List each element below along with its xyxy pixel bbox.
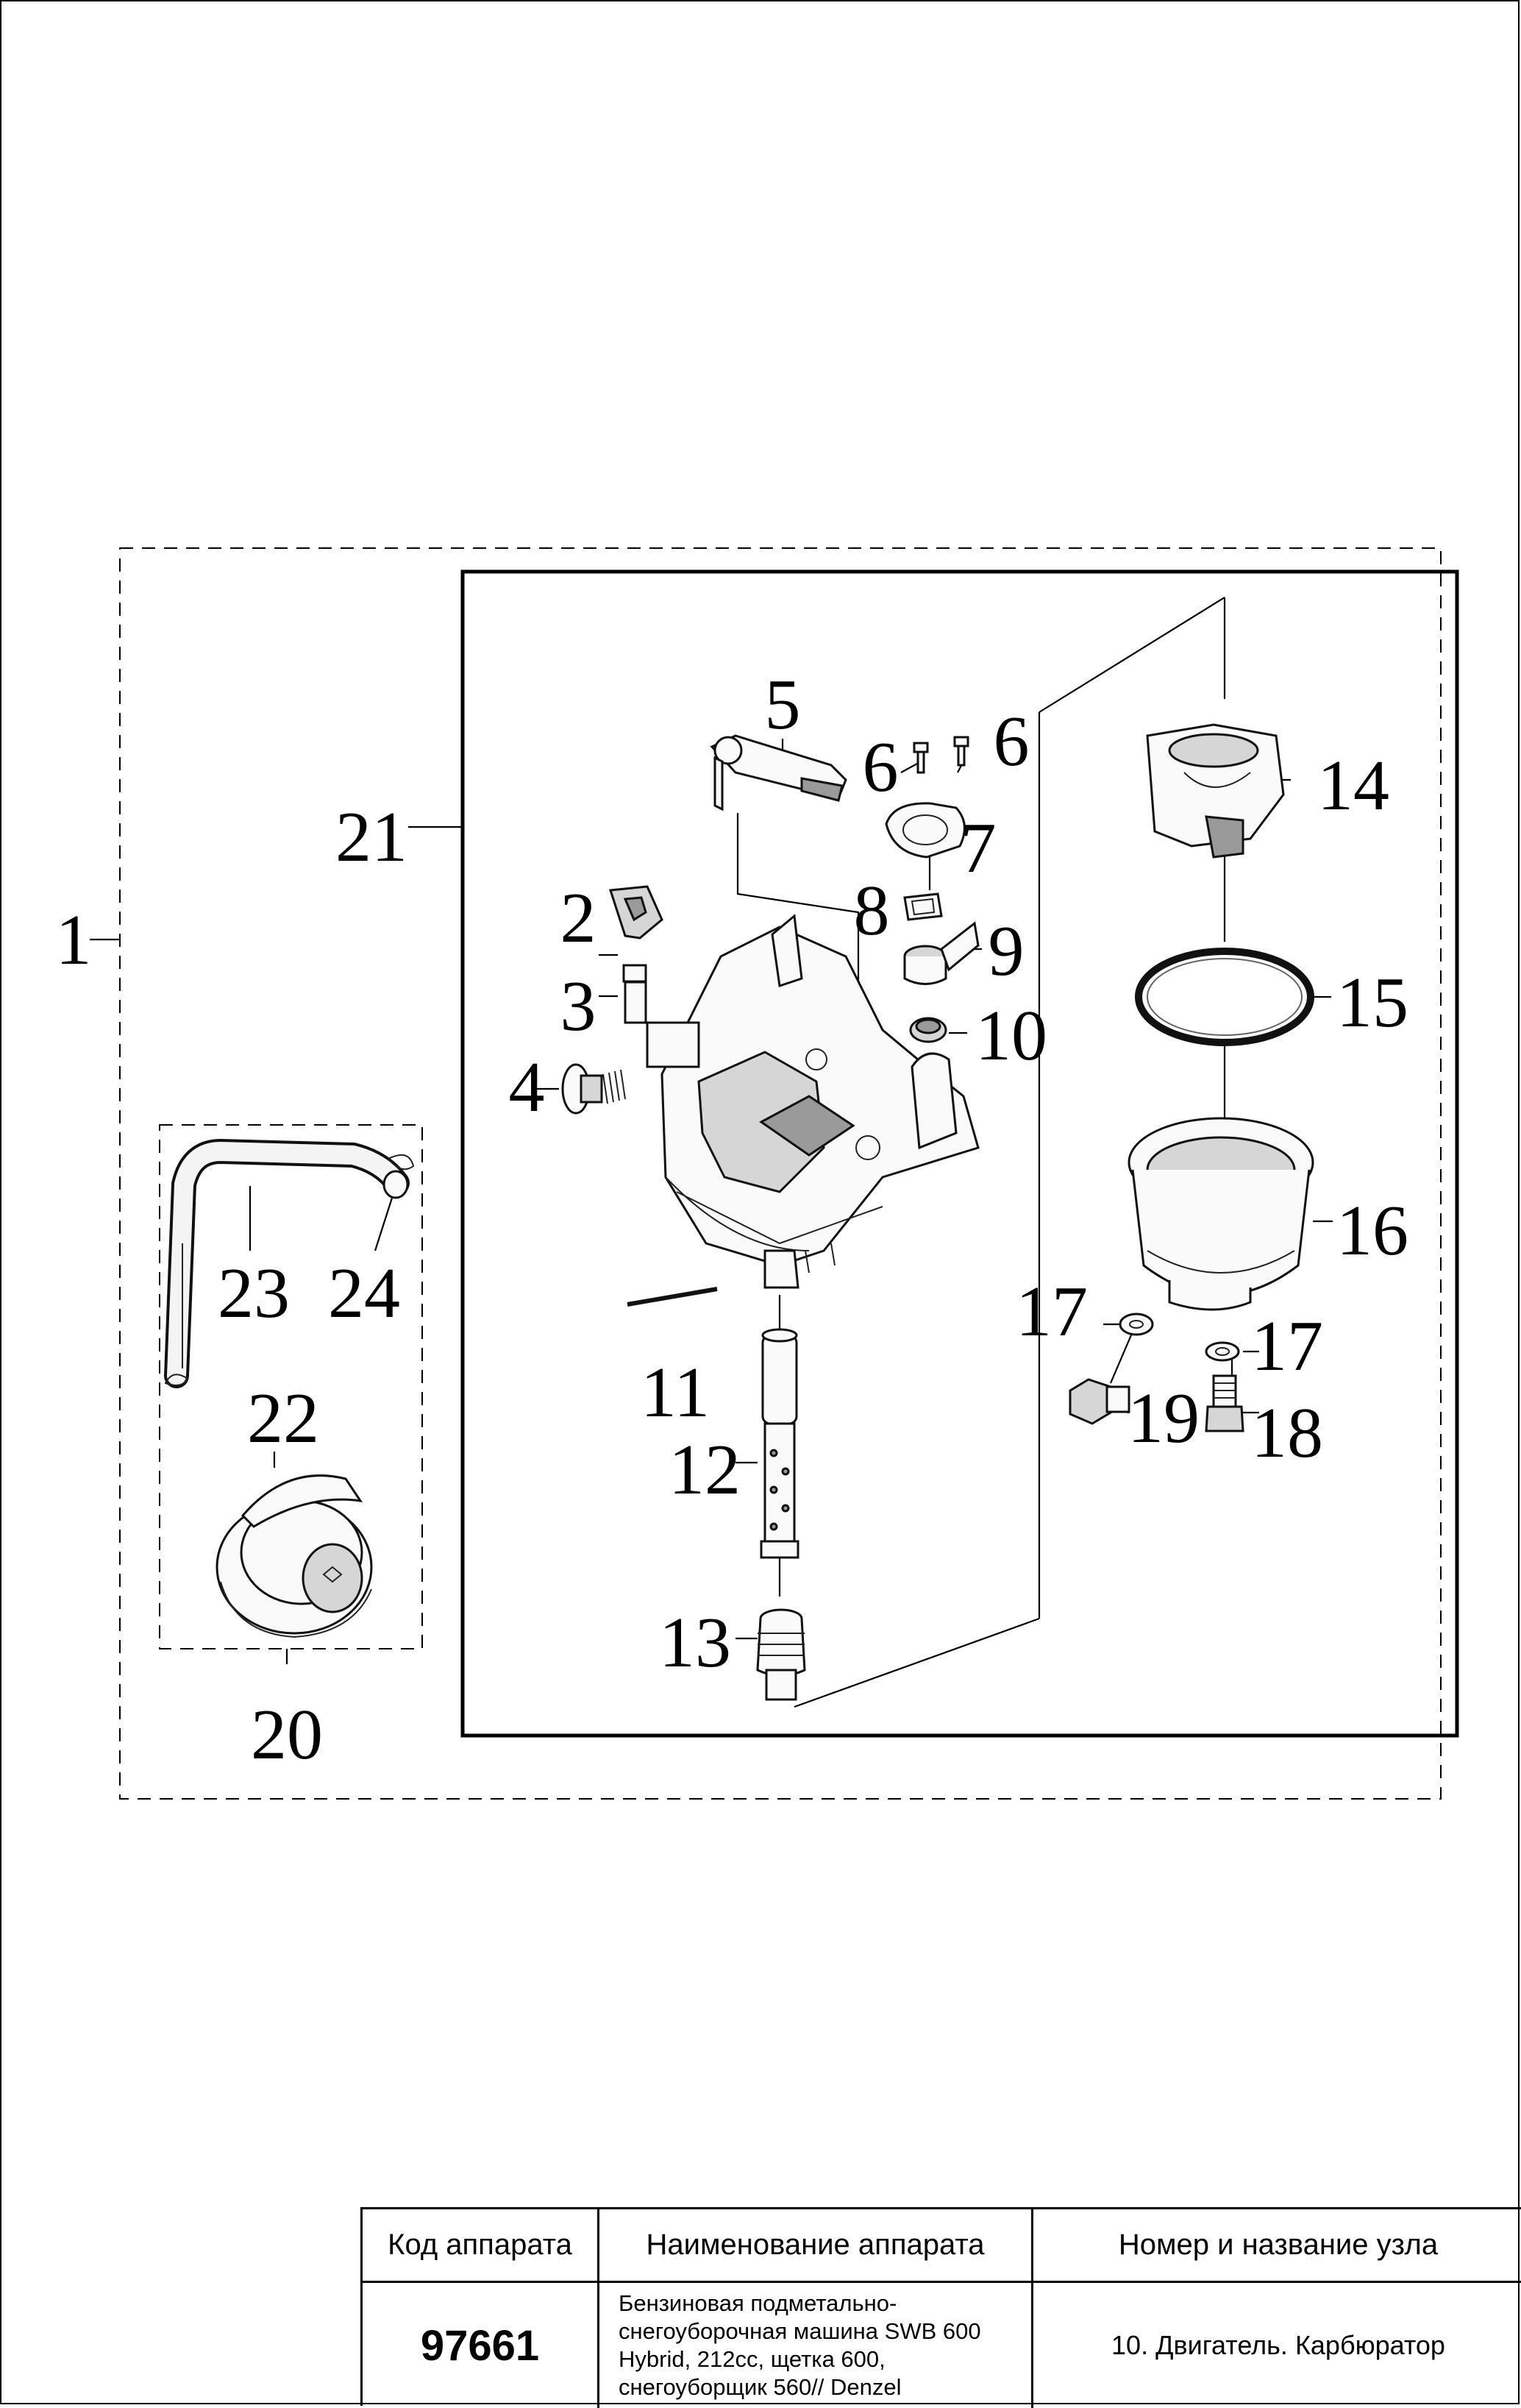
device-name-line: Бензиновая подметально- bbox=[619, 2290, 897, 2316]
needle-jet bbox=[756, 1608, 806, 1701]
carburetor-body bbox=[646, 914, 980, 1289]
callout-24: 24 bbox=[328, 1254, 400, 1333]
device-name-text: Бензиновая подметально- снегоуборочная м… bbox=[619, 2290, 981, 2401]
callout-7: 7 bbox=[961, 809, 997, 888]
callout-numbers: 1 2 3 4 5 6 6 7 8 9 10 11 12 13 14 15 16… bbox=[56, 665, 1409, 1775]
device-name: Бензиновая подметально- снегоуборочная м… bbox=[599, 2283, 1033, 2408]
device-name-header: Наименование аппарата bbox=[599, 2209, 1033, 2283]
carburetor-frame bbox=[460, 569, 1459, 1738]
cover-screws bbox=[913, 736, 969, 774]
callout-17a: 17 bbox=[1016, 1272, 1088, 1352]
gasket bbox=[903, 892, 943, 921]
callout-14: 14 bbox=[1317, 746, 1389, 825]
callout-6b: 6 bbox=[994, 702, 1030, 781]
choke-lever bbox=[710, 734, 847, 811]
node-name: 10. Двигатель. Карбюратор bbox=[1111, 2330, 1445, 2360]
choke-knob bbox=[609, 885, 663, 940]
callout-4: 4 bbox=[509, 1048, 545, 1127]
callout-6a: 6 bbox=[863, 728, 899, 807]
breather-tube bbox=[164, 1138, 415, 1388]
emulsion-tube bbox=[760, 1328, 799, 1559]
callout-8: 8 bbox=[854, 871, 890, 951]
diaphragm-cover bbox=[885, 802, 966, 859]
title-block: Код аппарата Наименование аппарата Номер… bbox=[360, 2207, 1521, 2408]
node-name-header: Номер и название узла bbox=[1033, 2209, 1521, 2283]
assembly-boundary-dashed bbox=[119, 547, 1442, 1800]
callout-16: 16 bbox=[1336, 1191, 1408, 1271]
callout-13: 13 bbox=[659, 1603, 731, 1683]
callout-15: 15 bbox=[1336, 963, 1408, 1043]
callout-3: 3 bbox=[560, 967, 596, 1046]
callout-17b: 17 bbox=[1251, 1307, 1323, 1386]
device-code-header: Код аппарата bbox=[363, 2209, 599, 2283]
callout-1: 1 bbox=[56, 901, 92, 980]
drain-washers bbox=[1119, 1313, 1240, 1362]
callout-23: 23 bbox=[218, 1254, 290, 1333]
device-name-line: снегоуборочная машина SWB 600 bbox=[619, 2318, 981, 2344]
callout-2: 2 bbox=[560, 878, 596, 958]
throttle-stop-screw bbox=[561, 1063, 626, 1115]
float bbox=[1146, 723, 1285, 859]
drain-screw bbox=[1205, 1374, 1244, 1432]
callout-10: 10 bbox=[975, 996, 1047, 1076]
pilot-screw bbox=[622, 964, 647, 1024]
callout-18: 18 bbox=[1251, 1393, 1323, 1473]
callout-20: 20 bbox=[251, 1695, 323, 1775]
device-name-line: Hybrid, 212cc, щетка 600, bbox=[619, 2346, 886, 2372]
float-bowl bbox=[1128, 1117, 1314, 1311]
bowl-gasket bbox=[1135, 948, 1314, 1046]
air-filter-element bbox=[215, 1474, 373, 1638]
device-code: 97661 bbox=[363, 2283, 599, 2408]
callout-21: 21 bbox=[335, 798, 407, 877]
callout-5: 5 bbox=[765, 665, 801, 745]
float-valve-holder bbox=[903, 921, 980, 985]
callout-22: 22 bbox=[247, 1379, 319, 1458]
callout-12: 12 bbox=[669, 1430, 741, 1510]
callout-9: 9 bbox=[989, 912, 1025, 991]
float-pin bbox=[627, 1287, 718, 1307]
callout-11: 11 bbox=[641, 1353, 710, 1432]
drain-bolt bbox=[1069, 1378, 1130, 1425]
device-name-line: снегоуборщик 560// Denzel bbox=[619, 2374, 902, 2400]
callout-19: 19 bbox=[1128, 1379, 1200, 1458]
air-filter-group-boundary bbox=[159, 1124, 423, 1649]
main-jet bbox=[909, 1017, 947, 1043]
